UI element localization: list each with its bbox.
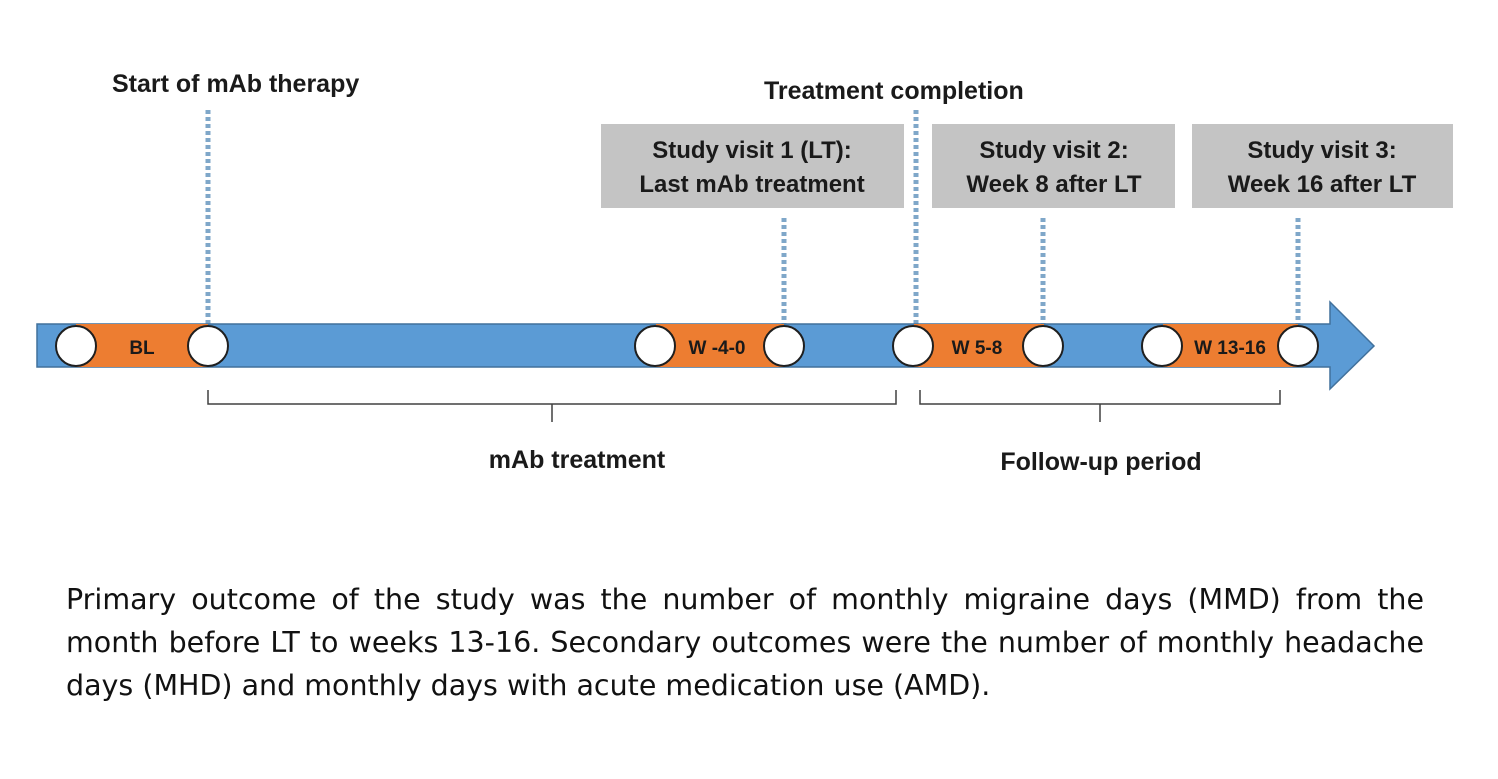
timepoint-circle bbox=[763, 325, 805, 367]
visit-2-box bbox=[932, 124, 1175, 208]
visit-1-box bbox=[601, 124, 904, 208]
treatment-completion-label: Treatment completion bbox=[764, 77, 1024, 105]
segment-bl bbox=[76, 324, 208, 367]
visit-3-title: Study visit 3: bbox=[1247, 137, 1396, 164]
timepoint-circle bbox=[55, 325, 97, 367]
timepoint-circle bbox=[634, 325, 676, 367]
visit-2-title: Study visit 2: bbox=[979, 137, 1128, 164]
visit-1-subtitle: Last mAb treatment bbox=[639, 171, 864, 198]
treatment-bracket-label: mAb treatment bbox=[489, 446, 666, 474]
segment-bl-label: BL bbox=[129, 338, 155, 359]
start-therapy-label: Start of mAb therapy bbox=[112, 70, 359, 98]
treatment-bracket bbox=[207, 390, 897, 422]
visit-2-subtitle: Week 8 after LT bbox=[966, 171, 1142, 198]
timepoint-circle bbox=[1022, 325, 1064, 367]
followup-bracket-label: Follow-up period bbox=[1000, 448, 1201, 476]
followup-bracket bbox=[919, 390, 1281, 422]
segment-w-minus4-0 bbox=[656, 324, 784, 367]
visit-3-box bbox=[1192, 124, 1453, 208]
timepoint-circle bbox=[1141, 325, 1183, 367]
segment-w13-16-label: W 13-16 bbox=[1194, 338, 1266, 359]
segment-w13-16 bbox=[1163, 324, 1298, 367]
visit-1-title: Study visit 1 (LT): bbox=[652, 137, 852, 164]
visit-3-subtitle: Week 16 after LT bbox=[1228, 171, 1417, 198]
timepoint-circle bbox=[892, 325, 934, 367]
timepoint-circle bbox=[187, 325, 229, 367]
timepoint-circle bbox=[1277, 325, 1319, 367]
segment-w-minus4-0-label: W -4-0 bbox=[689, 338, 746, 359]
segment-w5-8-label: W 5-8 bbox=[952, 338, 1003, 359]
figure-caption: Primary outcome of the study was the num… bbox=[66, 583, 1424, 702]
